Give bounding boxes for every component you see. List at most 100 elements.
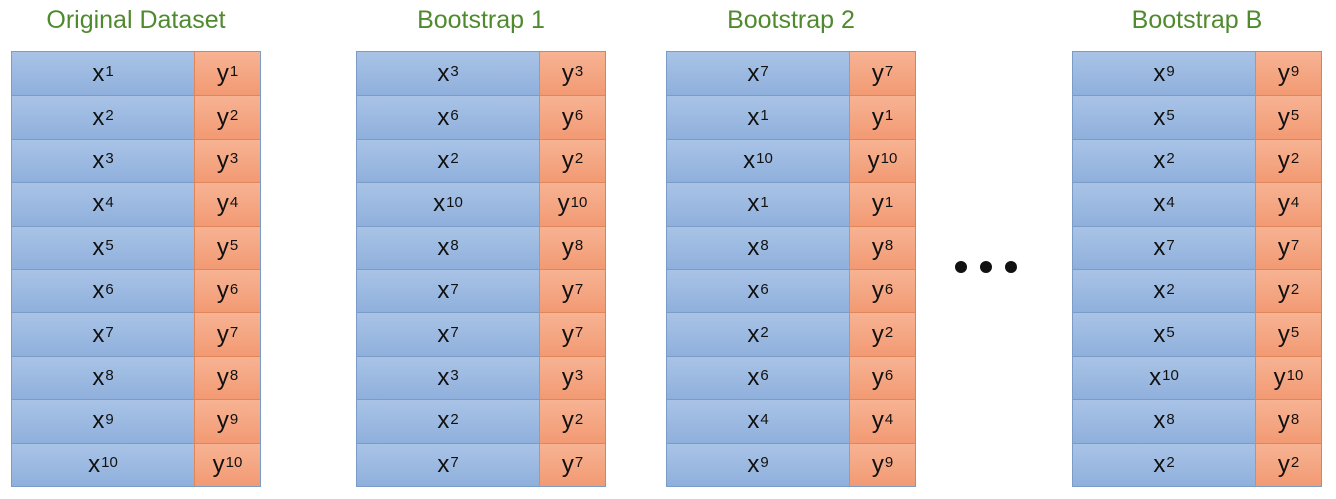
- feature-symbol: x: [1153, 103, 1166, 131]
- feature-symbol: x: [92, 320, 105, 348]
- feature-index: 5: [1166, 324, 1175, 342]
- label-index: 7: [574, 280, 584, 298]
- feature-index: 7: [450, 454, 459, 472]
- label-symbol: y: [871, 59, 884, 87]
- feature-symbol: x: [747, 103, 760, 131]
- feature-symbol: x: [437, 59, 450, 87]
- label-symbol: y: [216, 103, 229, 131]
- feature-symbol: x: [747, 450, 760, 478]
- feature-symbol: x: [1153, 450, 1166, 478]
- feature-index: 6: [760, 280, 769, 298]
- label-symbol: y: [1277, 233, 1290, 261]
- feature-symbol: x: [92, 277, 105, 305]
- feature-index: 7: [450, 280, 459, 298]
- feature-index: 2: [1166, 454, 1175, 472]
- horizontal-ellipsis-icon: [955, 261, 1017, 273]
- label-symbol: y: [561, 233, 574, 261]
- label-symbol: y: [1273, 363, 1286, 391]
- feature-symbol: x: [743, 146, 756, 174]
- label-index: 8: [574, 237, 584, 255]
- label-index: 6: [574, 107, 584, 125]
- label-index: 8: [884, 237, 894, 255]
- feature-symbol: x: [1153, 407, 1166, 435]
- label-index: 2: [1290, 454, 1300, 472]
- feature-symbol: x: [747, 277, 760, 305]
- feature-index: 4: [1166, 193, 1175, 211]
- feature-symbol: x: [747, 363, 760, 391]
- label-symbol: y: [557, 190, 570, 218]
- feature-index: 2: [450, 150, 459, 168]
- label-symbol: y: [216, 277, 229, 305]
- label-index: 10: [1286, 367, 1304, 385]
- feature-index: 8: [760, 237, 769, 255]
- label-symbol: y: [216, 146, 229, 174]
- label-index: 4: [1290, 193, 1300, 211]
- label-index: 2: [574, 150, 584, 168]
- feature-index: 8: [1166, 410, 1175, 428]
- label-symbol: y: [1277, 450, 1290, 478]
- label-index: 3: [229, 150, 239, 168]
- label-symbol: y: [871, 277, 884, 305]
- label-index: 2: [884, 324, 894, 342]
- feature-symbol: x: [437, 103, 450, 131]
- feature-index: 5: [105, 237, 114, 255]
- label-symbol: y: [871, 363, 884, 391]
- feature-symbol: x: [92, 190, 105, 218]
- label-symbol: y: [561, 450, 574, 478]
- feature-symbol: x: [437, 146, 450, 174]
- label-symbol: y: [561, 146, 574, 174]
- feature-symbol: x: [747, 233, 760, 261]
- label-symbol: y: [871, 407, 884, 435]
- label-index: 1: [884, 107, 894, 125]
- ellipsis-dot: [1005, 261, 1017, 273]
- feature-symbol: x: [92, 59, 105, 87]
- feature-symbol: x: [92, 103, 105, 131]
